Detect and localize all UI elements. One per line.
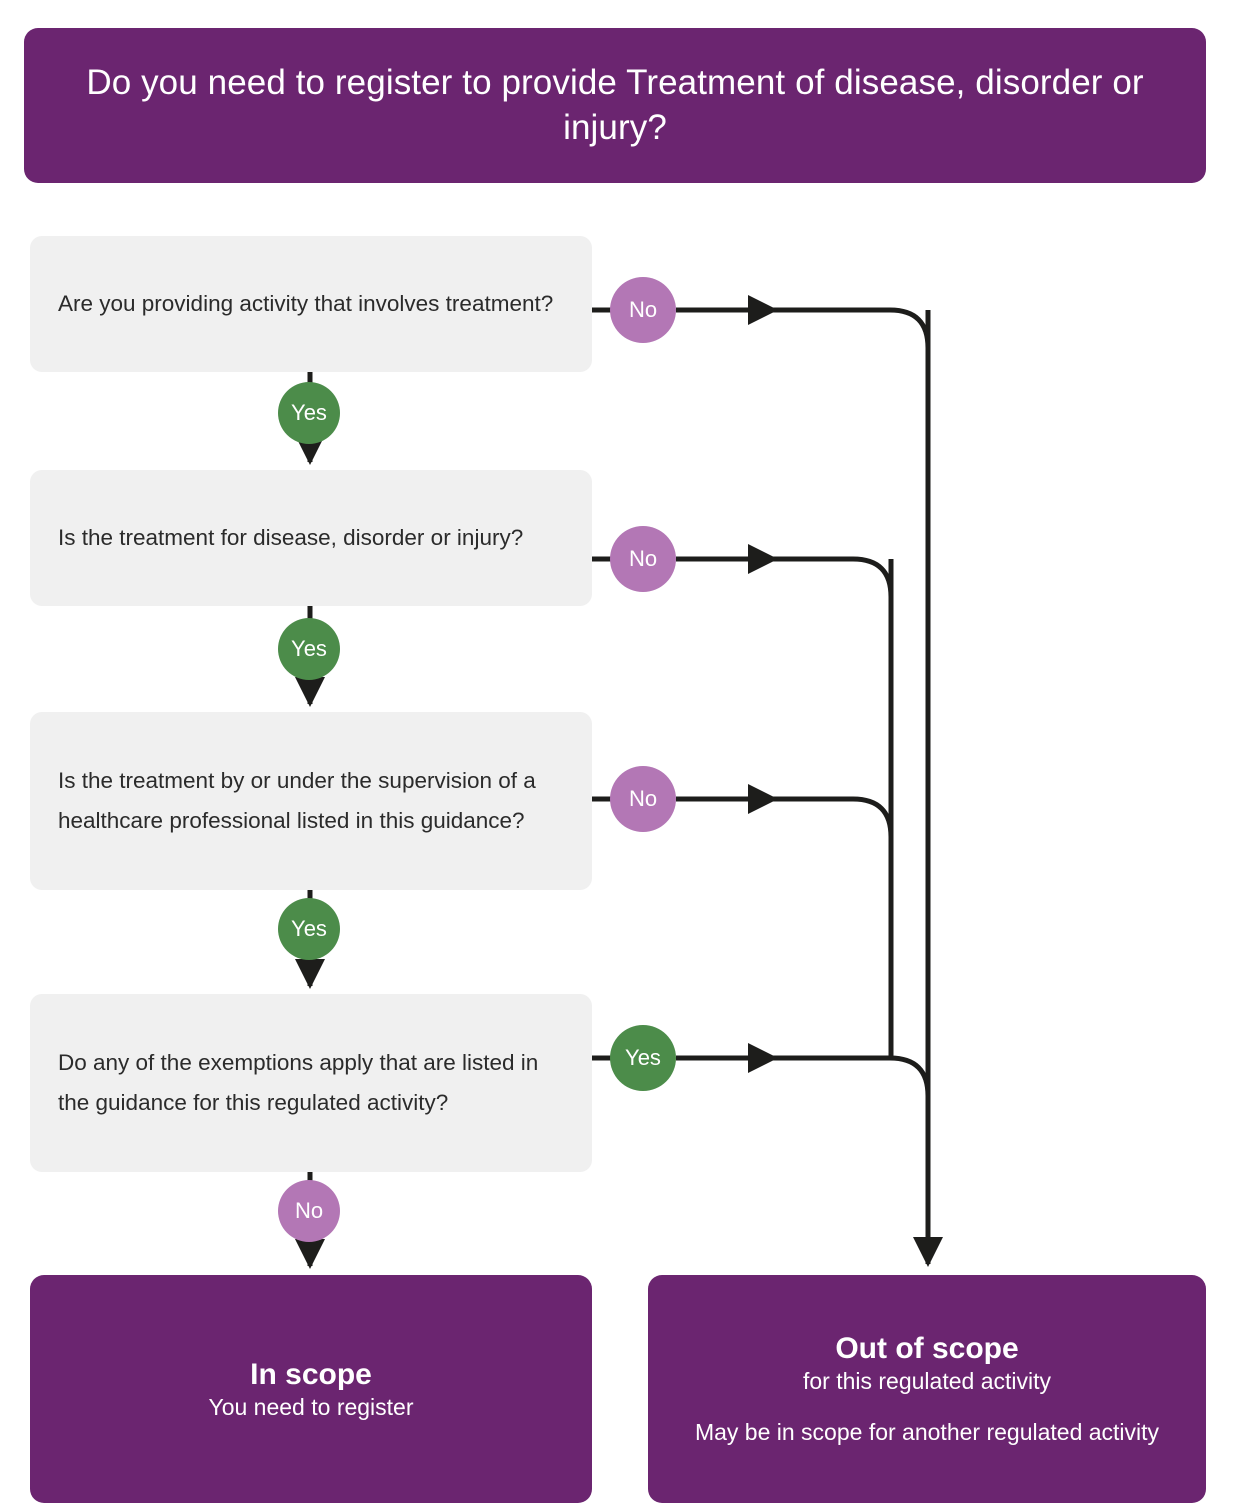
branch-label-q3-yes: Yes: [278, 898, 340, 960]
question-text-1: Are you providing activity that involves…: [58, 290, 554, 316]
branch-label-q4-no: No: [278, 1180, 340, 1242]
question-text-4: Do any of the exemptions apply that are …: [58, 1049, 539, 1115]
question-box-3: Is the treatment by or under the supervi…: [30, 712, 592, 890]
outcome-out-of-scope-title: Out of scope: [835, 1331, 1019, 1365]
question-box-4: Do any of the exemptions apply that are …: [30, 994, 592, 1172]
branch-label-q1-no: No: [610, 277, 676, 343]
branch-label-q1-yes: Yes: [278, 382, 340, 444]
question-text-3: Is the treatment by or under the supervi…: [58, 767, 536, 833]
question-text-2: Is the treatment for disease, disorder o…: [58, 524, 524, 550]
wire-q3-no-to-trunk: [676, 796, 894, 880]
outcome-in-scope: In scope You need to register: [30, 1275, 592, 1503]
branch-label-q3-no: No: [610, 766, 676, 832]
wire-q1-no-to-trunk: [676, 307, 931, 620]
outcome-out-of-scope-subtitle: for this regulated activity: [802, 1367, 1051, 1394]
outcome-in-scope-subtitle: You need to register: [208, 1393, 414, 1420]
wire-q2-no-to-trunk: [676, 556, 894, 620]
outcome-out-of-scope: Out of scope for this regulated activity…: [648, 1275, 1206, 1503]
question-box-2: Is the treatment for disease, disorder o…: [30, 470, 592, 606]
branch-label-q2-yes: Yes: [278, 618, 340, 680]
branch-label-q2-no: No: [610, 526, 676, 592]
question-box-1: Are you providing activity that involves…: [30, 236, 592, 372]
outcome-in-scope-title: In scope: [250, 1357, 372, 1391]
branch-label-q4-yes: Yes: [610, 1025, 676, 1091]
wire-q4-yes-to-trunk: [676, 1055, 931, 1150]
page-title-banner: Do you need to register to provide Treat…: [24, 28, 1206, 183]
page-title: Do you need to register to provide Treat…: [86, 62, 1144, 147]
outcome-out-of-scope-note: May be in scope for another regulated ac…: [694, 1418, 1160, 1445]
